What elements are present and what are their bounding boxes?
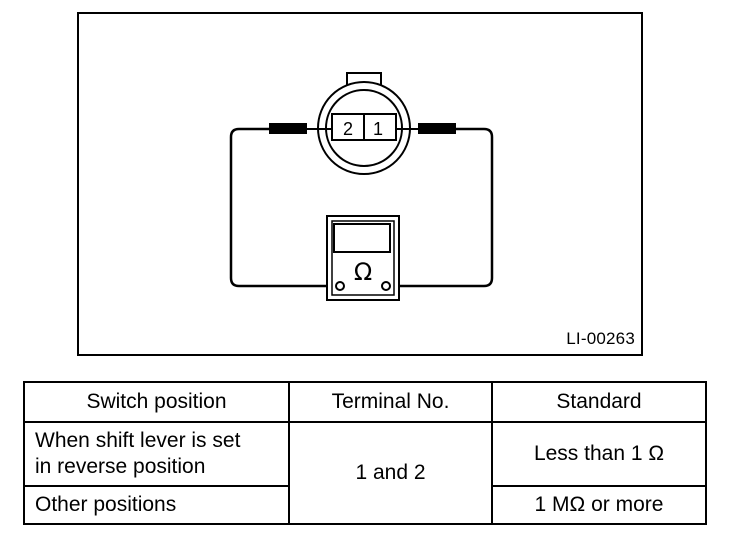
right-probe [389,123,494,288]
cell-terminal: 1 and 2 [288,421,493,525]
figure-code: LI-00263 [566,329,635,348]
wiring-diagram: 2 1 Ω LI-00263 [77,12,643,356]
ohm-symbol: Ω [354,258,372,286]
diagram-drawing: 2 1 Ω [229,72,494,301]
meter-inner-frame [331,220,395,296]
spec-table: Switch position Terminal No. Standard Wh… [23,381,707,525]
reverse-position-line2: in reverse position [35,455,206,478]
cell-reverse-position: When shift lever is set in reverse posit… [23,421,290,487]
meter-terminal-right [381,281,391,291]
header-switch-position: Switch position [23,381,290,423]
right-lead-wire [389,127,494,288]
connector: 2 1 [317,72,411,175]
header-terminal-no: Terminal No. [288,381,493,423]
reverse-position-line1: When shift lever is set [35,429,241,452]
table-header-row: Switch position Terminal No. Standard [23,381,707,423]
header-standard: Standard [491,381,707,423]
cell-other-positions: Other positions [23,485,290,525]
ohmmeter: Ω [326,215,400,301]
left-lead-wire [229,127,337,288]
left-probe [229,123,337,288]
table-row: When shift lever is set in reverse posit… [23,421,707,525]
terminal-1-label: 1 [373,119,383,139]
meter-display [333,223,391,253]
cell-standard-reverse: Less than 1 Ω [491,421,707,487]
left-probe-grip [269,123,307,134]
meter-terminal-left [335,281,345,291]
table-row: Other positions 1 MΩ or more [23,485,707,525]
terminal-2-label: 2 [343,119,353,139]
right-probe-grip [418,123,456,134]
cell-standard-other: 1 MΩ or more [491,485,707,525]
